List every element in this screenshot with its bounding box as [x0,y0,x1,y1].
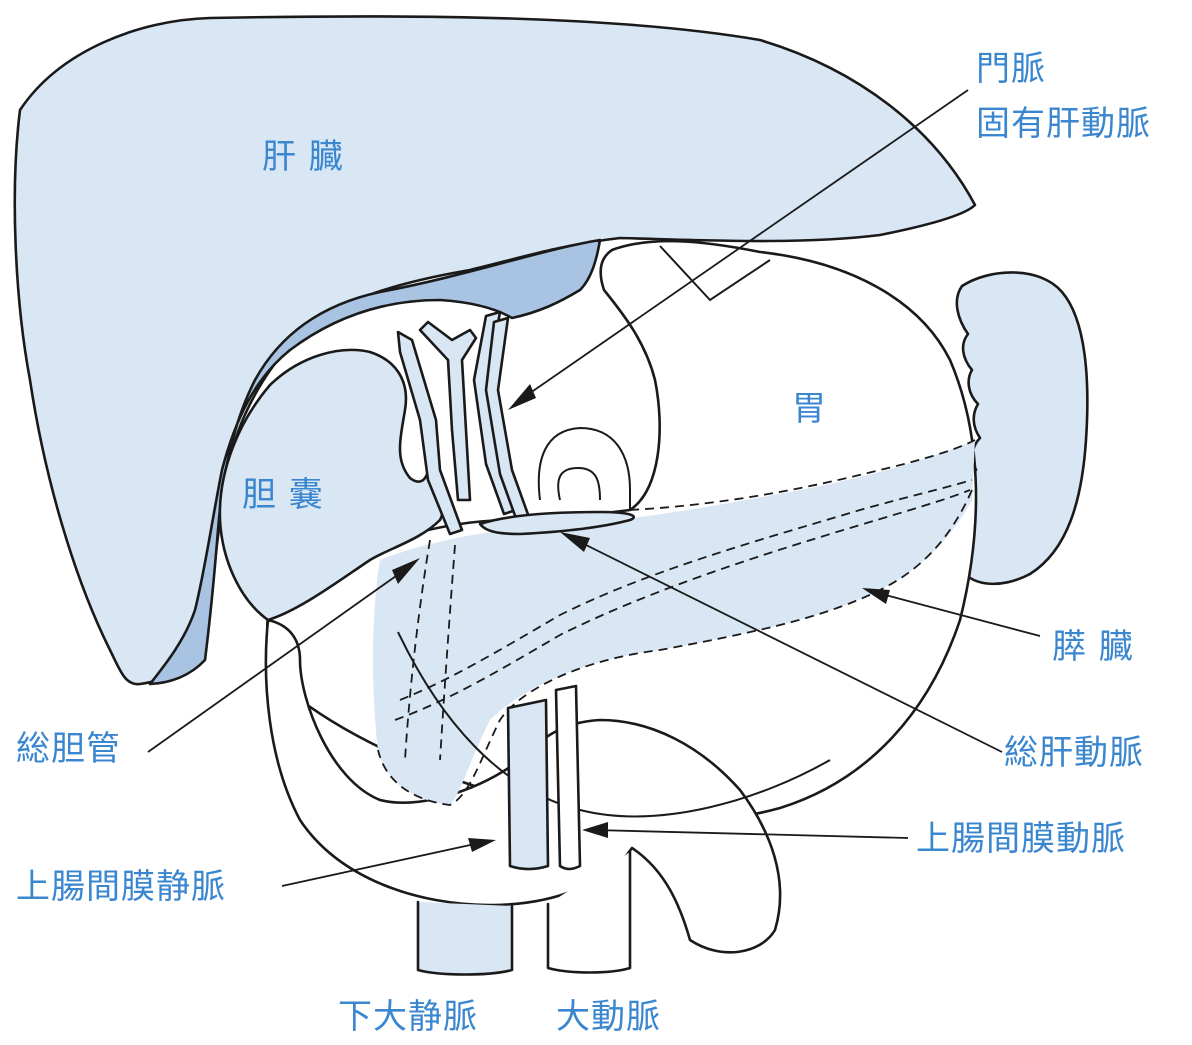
label-pancreas: 膵 臓 [1052,627,1134,667]
label-superior-mesenteric-vein: 上腸間膜静脈 [16,867,226,907]
inferior-vena-cava [418,902,512,975]
label-gallbladder: 胆 嚢 [242,475,324,515]
superior-mesenteric-artery [556,686,580,869]
label-inferior-vena-cava: 下大静脈 [338,997,478,1037]
spleen [957,272,1087,583]
superior-mesenteric-vein [508,700,548,869]
label-common-bile-duct: 総胆管 [16,729,121,769]
label-liver: 肝 臓 [262,137,344,177]
label-common-hepatic-artery: 総肝動脈 [1004,733,1144,773]
label-portal-vein: 門脈 [976,49,1046,89]
arrowhead-portal-vein [508,384,536,410]
label-superior-mesenteric-artery: 上腸間膜動脈 [916,819,1126,859]
label-proper-hepatic-artery: 固有肝動脈 [976,104,1151,144]
hepatic-artery-shape [486,318,530,524]
pylorus-inner-loop [558,468,600,500]
label-stomach: 胃 [792,389,827,429]
label-aorta: 大動脈 [556,997,661,1037]
